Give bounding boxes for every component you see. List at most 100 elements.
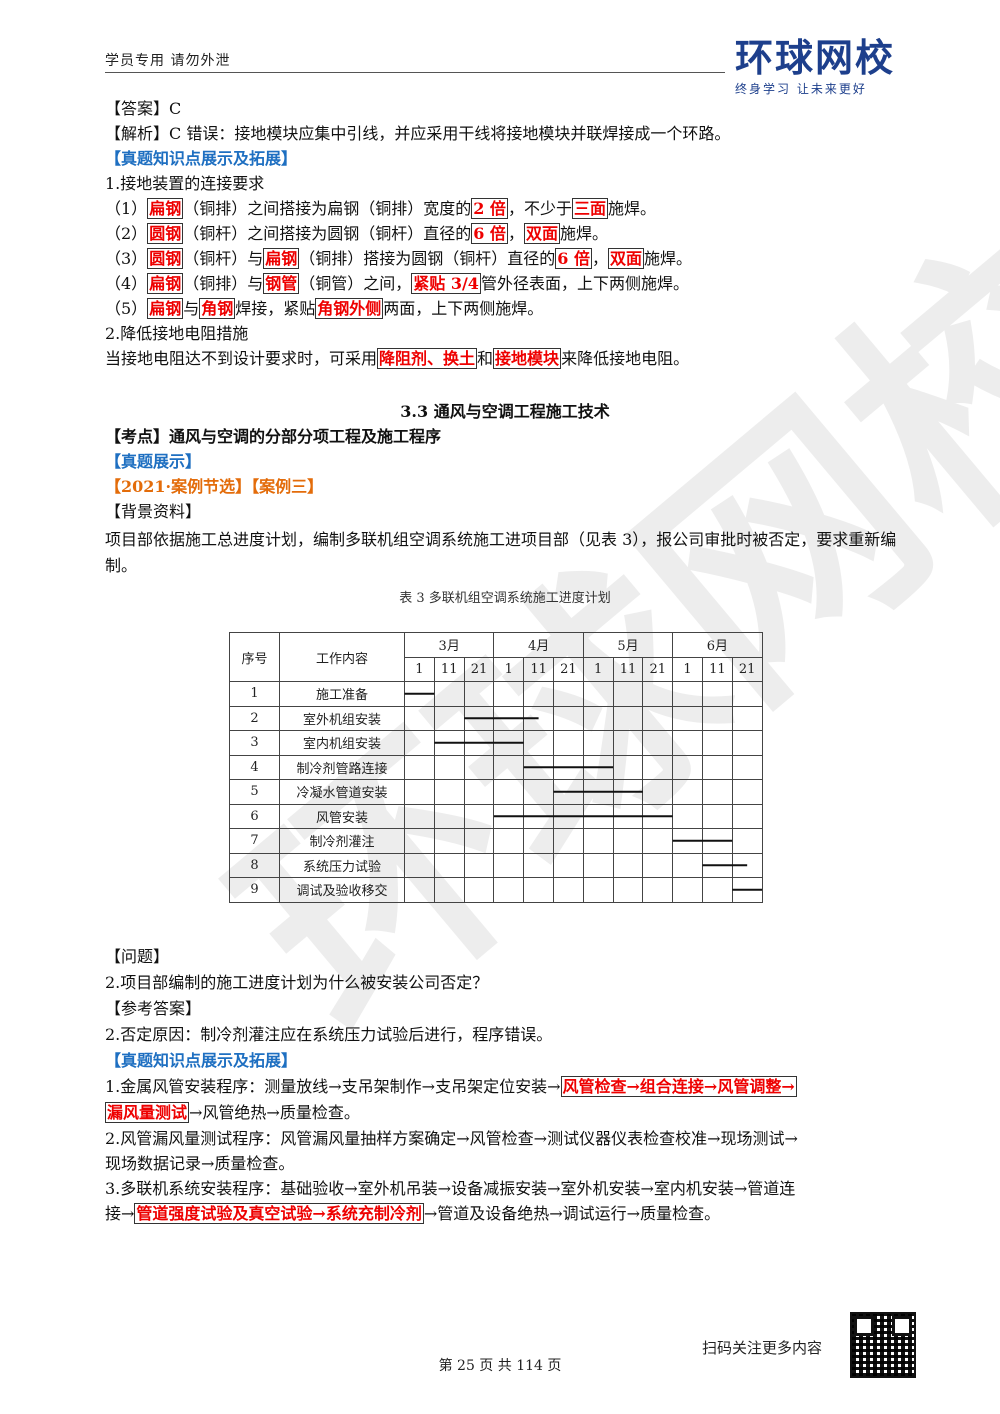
schedule-cell: [672, 803, 703, 829]
schedule-cell: [433, 852, 465, 878]
schedule-cell: [523, 705, 554, 731]
schedule-cell: [642, 754, 674, 780]
header-seq: 序号: [229, 632, 280, 682]
header-divider: [105, 72, 725, 73]
schedule-cell: [493, 828, 525, 854]
brand-logo: 环球网校 终身学习 让未来更好: [735, 38, 915, 97]
schedule-cell: [731, 803, 763, 829]
schedule-cell: [463, 779, 495, 805]
schedule-cell: [552, 803, 584, 829]
schedule-cell: [404, 730, 435, 756]
schedule-cell: [404, 803, 435, 829]
month-header: 5月: [582, 632, 674, 658]
row-task: 室内机组安装: [279, 730, 405, 756]
schedule-cell: [701, 730, 733, 756]
schedule-cell: [404, 705, 435, 731]
schedule-cell: [404, 779, 435, 805]
schedule-cell: [523, 828, 554, 854]
schedule-cell: [731, 828, 763, 854]
kaodian-line: 【考点】通风与空调的分部分项工程及施工程序: [105, 427, 442, 446]
schedule-cell: [612, 877, 644, 903]
question-text: 2.项目部编制的施工进度计划为什么被安装公司否定？: [105, 973, 489, 992]
schedule-cell: [433, 681, 465, 707]
heading-grounding: 1.接地装置的连接要求: [105, 174, 265, 193]
row-task: 施工准备: [279, 681, 405, 707]
row-task: 风管安装: [279, 803, 405, 829]
day-tick: 11: [523, 656, 554, 682]
year-line: 【2021·案例节选】【案例三】: [105, 477, 324, 496]
schedule-cell: [523, 803, 554, 829]
schedule-cell: [731, 852, 763, 878]
schedule-cell: [701, 852, 733, 878]
schedule-cell: [701, 705, 733, 731]
schedule-cell: [672, 754, 703, 780]
schedule-cell: [433, 730, 465, 756]
schedule-cell: [672, 730, 703, 756]
schedule-cell: [582, 705, 614, 731]
row-number: 4: [229, 754, 280, 780]
schedule-cell: [731, 681, 763, 707]
schedule-cell: [404, 681, 435, 707]
schedule-cell: [642, 877, 674, 903]
schedule-cell: [642, 681, 674, 707]
schedule-cell: [642, 779, 674, 805]
schedule-cell: [552, 852, 584, 878]
procedure-3a: 3.多联机系统安装程序：基础验收→室外机吊装→设备减振安装→室外机安装→室内机安…: [105, 1179, 796, 1198]
schedule-cell: [552, 754, 584, 780]
schedule-cell: [463, 730, 495, 756]
schedule-cell: [582, 754, 614, 780]
schedule-cell: [433, 828, 465, 854]
day-tick: 11: [612, 656, 644, 682]
schedule-cell: [642, 705, 674, 731]
page-number: 第 25 页 共 114 页: [438, 1358, 562, 1374]
schedule-cell: [463, 681, 495, 707]
row-number: 7: [229, 828, 280, 854]
table-caption: 表 3 多联机组空调系统施工进度计划: [399, 591, 611, 606]
background-text: 项目部依据施工总进度计划，编制多联机组空调系统施工进项目部（见表 3），报公司审…: [105, 530, 897, 575]
answer-line: 【答案】C: [105, 99, 182, 118]
schedule-cell: [433, 705, 465, 731]
procedure-2b: 现场数据记录→质量检查。: [105, 1154, 295, 1173]
zhenti-line: 【真题展示】: [105, 452, 202, 471]
schedule-cell: [672, 681, 703, 707]
schedule-cell: [731, 877, 763, 903]
schedule-cell: [612, 852, 644, 878]
day-tick: 1: [582, 656, 614, 682]
schedule-cell: [672, 828, 703, 854]
day-tick: 21: [552, 656, 584, 682]
schedule-cell: [552, 779, 584, 805]
schedule-cell: [552, 730, 584, 756]
schedule-cell: [582, 779, 614, 805]
row-number: 3: [229, 730, 280, 756]
schedule-cell: [642, 803, 674, 829]
logo-slogan: 终身学习 让未来更好: [735, 82, 867, 96]
kp-title-1: 【真题知识点展示及拓展】: [105, 149, 298, 168]
schedule-cell: [701, 754, 733, 780]
schedule-cell: [612, 754, 644, 780]
day-tick: 1: [672, 656, 703, 682]
schedule-cell: [582, 681, 614, 707]
schedule-cell: [731, 705, 763, 731]
row-task: 系统压力试验: [279, 852, 405, 878]
schedule-cell: [404, 877, 435, 903]
schedule-cell: [433, 779, 465, 805]
schedule-cell: [582, 852, 614, 878]
heading-resistance: 2.降低接地电阻措施: [105, 324, 249, 343]
schedule-cell: [523, 877, 554, 903]
qr-code-icon[interactable]: [850, 1312, 916, 1378]
answer-label: 【参考答案】: [105, 999, 202, 1018]
month-header: 6月: [672, 632, 763, 658]
schedule-cell: [552, 681, 584, 707]
schedule-cell: [612, 730, 644, 756]
schedule-cell: [731, 730, 763, 756]
schedule-cell: [523, 681, 554, 707]
day-tick: 1: [404, 656, 435, 682]
day-tick: 21: [731, 656, 763, 682]
question-label: 【问题】: [105, 947, 170, 966]
schedule-cell: [701, 877, 733, 903]
row-number: 1: [229, 681, 280, 707]
